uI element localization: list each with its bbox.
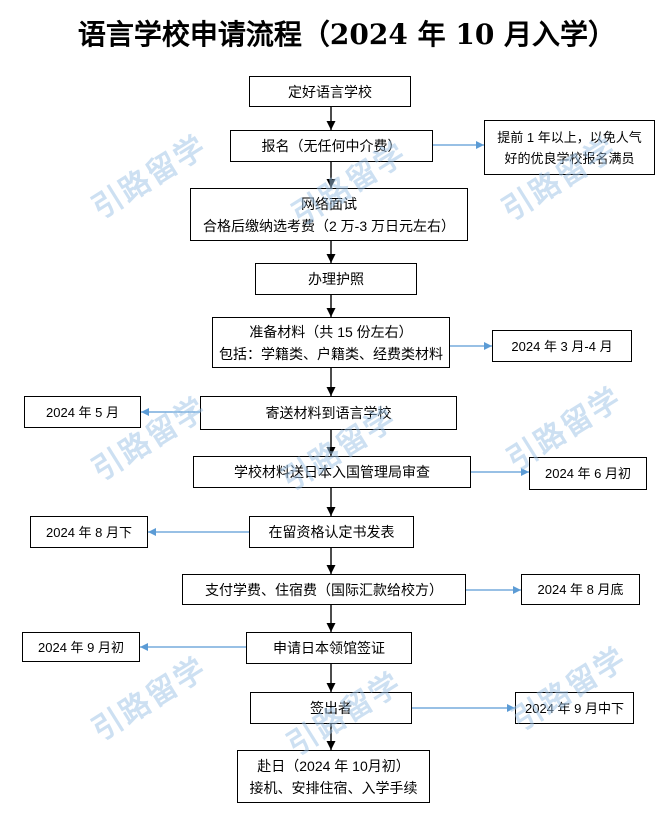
step-4-box: 办理护照 [255, 263, 417, 295]
step-2-note-line-2: 好的优良学校报名满员 [504, 150, 635, 166]
step-7-text: 学校材料送日本入国管理局审查 [234, 464, 430, 480]
step-9-box: 支付学费、住宿费（国际汇款给校方） [182, 574, 466, 605]
step-3-text-line-2: 合格后缴纳选考费（2 万-3 万日元左右） [202, 217, 455, 234]
step-10-date-box: 2024 年 9 月初 [22, 632, 140, 662]
step-12-box: 赴日（2024 年 10月初） 接机、安排住宿、入学手续 [237, 750, 430, 803]
step-11-date-box: 2024 年 9 月中下 [515, 692, 634, 724]
step-2-note-box: 提前 1 年以上，以免人气 好的优良学校报名满员 [484, 120, 655, 175]
step-6-date-text: 2024 年 5 月 [46, 404, 119, 420]
step-5-date-box: 2024 年 3 月-4 月 [492, 330, 632, 362]
step-7-box: 学校材料送日本入国管理局审查 [193, 456, 471, 488]
step-11-box: 签出者 [250, 692, 412, 724]
step-11-text: 签出者 [310, 700, 352, 716]
step-1-text: 定好语言学校 [288, 83, 372, 100]
step-2-box: 报名（无任何中介费） [230, 130, 433, 162]
step-3-text-line-1: 网络面试 [301, 195, 357, 212]
step-2-text: 报名（无任何中介费） [261, 138, 402, 154]
step-10-text: 申请日本领馆签证 [273, 640, 385, 656]
step-7-date-box: 2024 年 6 月初 [529, 457, 647, 490]
step-8-date-box: 2024 年 8 月下 [30, 516, 148, 548]
step-6-date-box: 2024 年 5 月 [24, 396, 141, 428]
step-5-text-line-2: 包括：学籍类、户籍类、经费类材料 [219, 345, 443, 362]
step-11-date-text: 2024 年 9 月中下 [525, 700, 624, 716]
step-8-box: 在留资格认定书发表 [249, 516, 414, 548]
step-5-date-text: 2024 年 3 月-4 月 [511, 338, 613, 354]
step-9-date-box: 2024 年 8 月底 [521, 574, 640, 605]
step-7-date-text: 2024 年 6 月初 [545, 466, 631, 481]
step-6-box: 寄送材料到语言学校 [200, 396, 457, 430]
step-10-date-text: 2024 年 9 月初 [38, 639, 124, 655]
step-6-text: 寄送材料到语言学校 [265, 405, 392, 421]
step-9-text: 支付学费、住宿费（国际汇款给校方） [205, 581, 443, 598]
step-5-box: 准备材料（共 15 份左右） 包括：学籍类、户籍类、经费类材料 [212, 317, 450, 368]
step-8-text: 在留资格认定书发表 [268, 524, 395, 540]
step-9-date-text: 2024 年 8 月底 [537, 582, 624, 597]
step-8-date-text: 2024 年 8 月下 [46, 524, 132, 540]
step-12-text-line-1: 赴日（2024 年 10月初） [257, 757, 410, 774]
step-12-text-line-2: 接机、安排住宿、入学手续 [249, 779, 418, 796]
step-5-text-line-1: 准备材料（共 15 份左右） [249, 323, 413, 340]
step-4-text: 办理护照 [308, 271, 364, 287]
page-title: 语言学校申请流程（2024 年 10 月入学） [77, 18, 617, 51]
step-3-box: 网络面试 合格后缴纳选考费（2 万-3 万日元左右） [190, 188, 468, 241]
step-1-box: 定好语言学校 [249, 76, 411, 107]
step-2-note-line-1: 提前 1 年以上，以免人气 [497, 129, 642, 145]
step-10-box: 申请日本领馆签证 [246, 632, 412, 664]
